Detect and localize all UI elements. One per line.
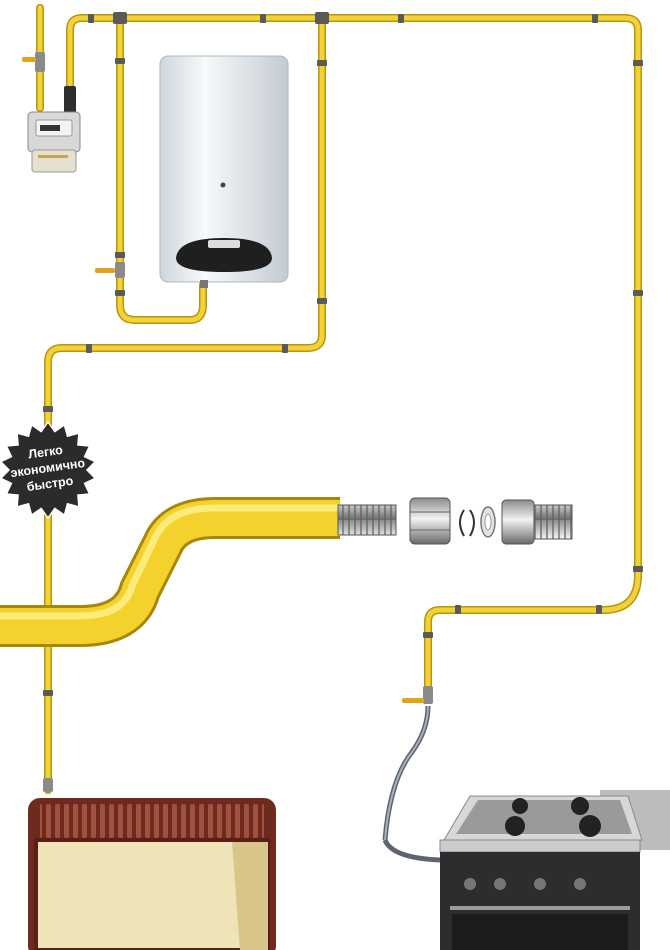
badge-line-1: Легко — [27, 443, 64, 462]
promo-badge: Легко экономично быстро — [0, 420, 97, 520]
gasket-icon — [480, 506, 496, 538]
pipe-clip-icon — [43, 12, 643, 696]
gas-meter-icon — [27, 86, 81, 173]
gas-pipe-network — [36, 4, 642, 794]
corrugated-hose-icon — [0, 497, 397, 647]
badge-line-3: быстро — [26, 474, 75, 494]
union-nut-icon — [409, 497, 451, 545]
ball-valve-icon — [22, 52, 433, 792]
threaded-fitting-icon — [501, 499, 573, 545]
gas-heater-icon — [28, 798, 276, 950]
split-ring-icon — [459, 509, 475, 537]
water-heater-icon — [159, 55, 289, 288]
gas-stove-icon — [382, 705, 670, 950]
